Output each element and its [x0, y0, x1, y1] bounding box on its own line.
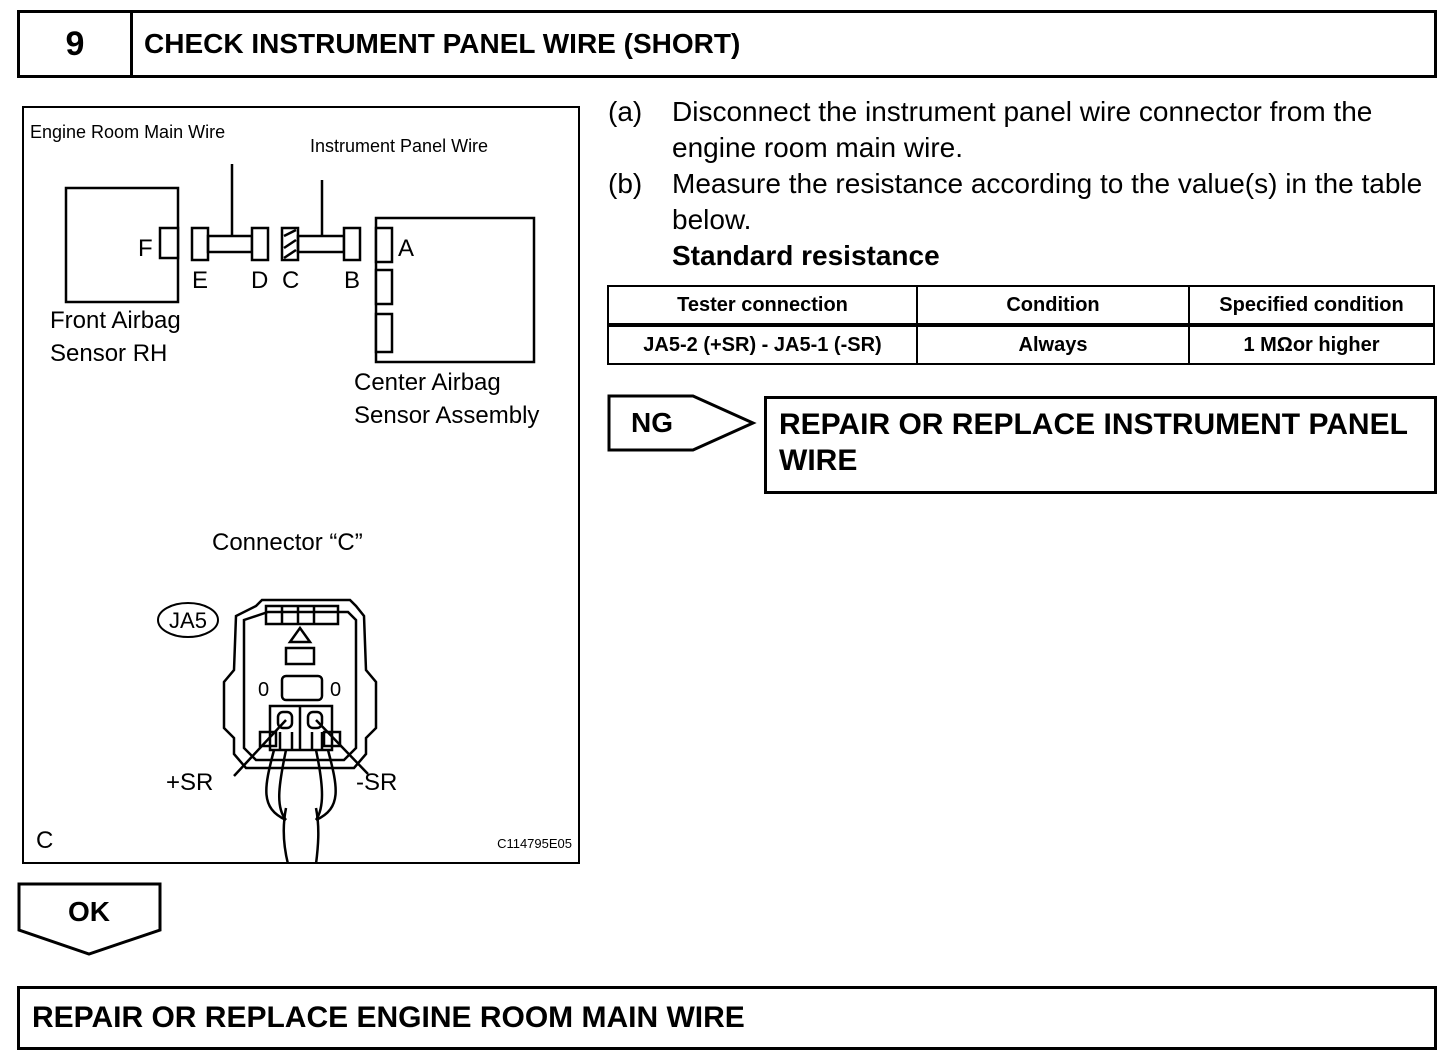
connector-orientation-triangle [287, 625, 313, 644]
connector-housing-inner [242, 610, 358, 762]
terminal-pin-1 [306, 710, 324, 730]
label-connector-c: C [282, 267, 299, 294]
standard-resistance-label: Standard resistance [672, 240, 940, 271]
connector-c-hatch [283, 248, 297, 260]
label-center-airbag-sensor: Sensor Assembly [354, 402, 539, 429]
connector-f [158, 226, 180, 260]
step-title: CHECK INSTRUMENT PANEL WIRE (SHORT) [144, 28, 741, 59]
instruction-a: (a) Disconnect the instrument panel wire… [608, 94, 1438, 166]
connector-marking-left: 0 [258, 679, 269, 701]
ng-label: NG [631, 407, 673, 438]
wiring-diagram-svg: Engine Room Main Wire Instrument Panel W… [30, 122, 572, 864]
connector-ja5-drawing [222, 598, 378, 864]
engine-room-wire-segment [206, 234, 254, 254]
connector-c-hatch [283, 228, 297, 238]
instruction-text: Measure the resistance according to the … [672, 168, 1423, 235]
connector-marking-right: 0 [330, 679, 341, 701]
connector-e [190, 226, 210, 262]
label-center-airbag-sensor: Center Airbag [354, 369, 501, 396]
connector-b [342, 226, 362, 262]
ok-arrow: OK [17, 882, 162, 956]
label-connector-d: D [251, 267, 268, 294]
label-connector-a: A [398, 235, 414, 262]
instrument-panel-wire-segment [296, 234, 346, 254]
connector-center-block [280, 674, 324, 702]
connector-housing-outer [222, 598, 378, 770]
connector-code: JA5 [169, 608, 207, 633]
label-instrument-panel-wire: Instrument Panel Wire [310, 136, 488, 156]
terminal-pin-2 [276, 710, 294, 730]
minus-sr-leader [315, 719, 369, 775]
label-minus-sr: -SR [356, 769, 397, 796]
label-plus-sr: +SR [166, 769, 213, 796]
table-header: Tester connection [607, 285, 918, 327]
label-connector-b: B [344, 267, 360, 294]
table-cell: JA5-2 (+SR) - JA5-1 (-SR) [607, 324, 918, 365]
figure-code: C114795E05 [497, 836, 572, 851]
center-airbag-connector-2 [374, 268, 394, 306]
connector-lock-tab [264, 604, 340, 626]
step-number: 9 [20, 13, 133, 75]
label-engine-room-main-wire: Engine Room Main Wire [30, 122, 225, 142]
label-front-airbag-sensor: Front Airbag [50, 307, 181, 334]
ok-result-box: REPAIR OR REPLACE ENGINE ROOM MAIN WIRE [17, 986, 1437, 1050]
ok-label: OK [68, 896, 110, 927]
table-header: Specified condition [1188, 285, 1435, 327]
instruction-b: (b) Measure the resistance according to … [608, 166, 1438, 238]
connector-c-hatch [283, 238, 297, 250]
step-header: 9 CHECK INSTRUMENT PANEL WIRE (SHORT) [17, 10, 1437, 78]
table-header: Condition [916, 285, 1190, 327]
connector-c-title: Connector “C” [212, 529, 363, 556]
connector-d [250, 226, 270, 262]
instruction-label: (a) [608, 96, 643, 127]
table-row: JA5-2 (+SR) - JA5-1 (-SR) Always 1 MΩor … [607, 324, 1435, 365]
label-connector-e: E [192, 267, 208, 294]
label-front-airbag-sensor: Sensor RH [50, 340, 167, 367]
label-connector-f: F [138, 235, 153, 262]
center-airbag-connector-3 [374, 312, 394, 354]
connector-a [374, 226, 394, 264]
wiring-diagram: Engine Room Main Wire Instrument Panel W… [22, 106, 580, 864]
ng-result-box: REPAIR OR REPLACE INSTRUMENT PANEL WIRE [764, 396, 1437, 494]
standard-resistance-table: Tester connection Condition Specified co… [607, 285, 1435, 365]
table-cell: Always [916, 324, 1190, 365]
wire-bundle [282, 807, 290, 864]
table-cell: 1 MΩor higher [1188, 324, 1435, 365]
plus-sr-leader [233, 719, 287, 777]
instruction-label: (b) [608, 168, 643, 199]
connector-code-bubble [157, 602, 219, 638]
connector-latch [284, 646, 316, 666]
table-header-row: Tester connection Condition Specified co… [607, 285, 1435, 327]
instruction-steps: (a) Disconnect the instrument panel wire… [608, 94, 1438, 274]
ng-arrow: NG [607, 394, 757, 452]
instruction-text: Disconnect the instrument panel wire con… [672, 96, 1373, 163]
figure-corner-letter: C [36, 827, 53, 854]
